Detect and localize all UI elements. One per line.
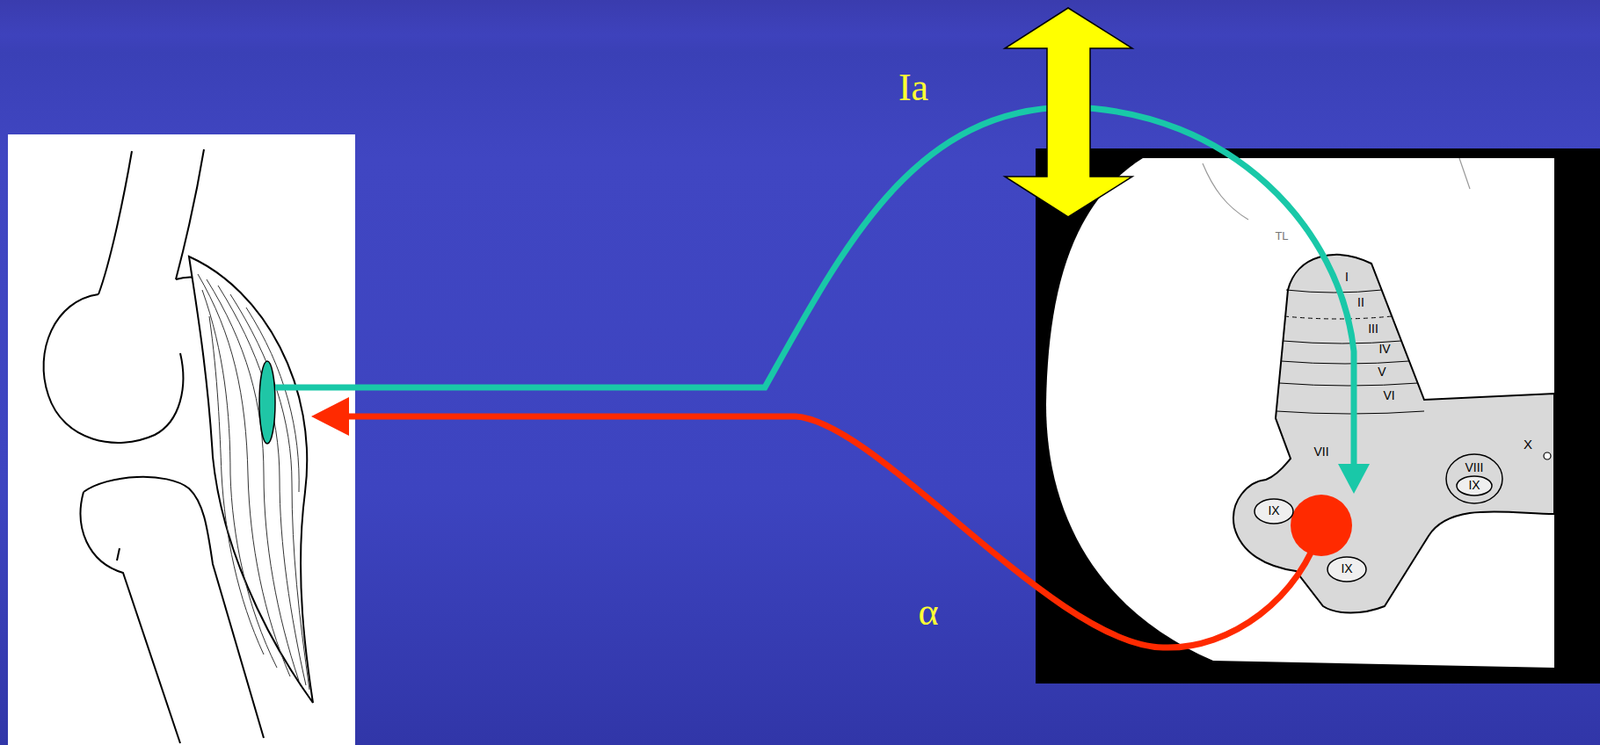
muscle-spindle [259, 361, 276, 444]
oval [1446, 454, 1503, 504]
motor-nucleus-oval: IX [1455, 475, 1493, 497]
motor-nucleus-oval: IX [1253, 498, 1295, 525]
cord-panel [1035, 148, 1600, 684]
oval [1456, 476, 1492, 496]
oval [1327, 557, 1367, 582]
gray-matter [1233, 254, 1555, 614]
lamina-label: II [1357, 296, 1365, 310]
tract-label: TL [1274, 230, 1288, 243]
lamina-label: I [1345, 270, 1349, 284]
motor-nucleus-oval: IX [1326, 556, 1368, 583]
lamina-number: IX [1468, 479, 1480, 493]
lamina-label: X [1523, 437, 1533, 453]
lamina-label: VI [1382, 389, 1395, 403]
lamina-boundaries [1276, 290, 1425, 415]
lamina-number: IX [1340, 562, 1353, 576]
muscle-panel [7, 134, 356, 745]
ia-arrowhead [1338, 464, 1370, 495]
central-canal [1543, 452, 1551, 460]
lamina-label: III [1367, 322, 1379, 336]
white-matter [1046, 158, 1555, 669]
fiber-label: Ia [898, 66, 929, 110]
fiber-label: α [917, 591, 939, 634]
lamina-number: VIII [1464, 461, 1484, 475]
lamina-oval: VIII IX [1445, 453, 1504, 505]
alpha-arrowhead [311, 397, 350, 437]
lamina-label: VII [1313, 445, 1329, 459]
double-arrow [1004, 7, 1133, 218]
lamina-label: IV [1378, 342, 1390, 357]
motor-neuron [1290, 494, 1353, 557]
lamina-label: V [1377, 365, 1386, 379]
muscle [189, 256, 313, 704]
lamina-number: IX [1267, 504, 1280, 518]
alpha-efferent [347, 416, 1322, 648]
oval [1254, 499, 1294, 524]
